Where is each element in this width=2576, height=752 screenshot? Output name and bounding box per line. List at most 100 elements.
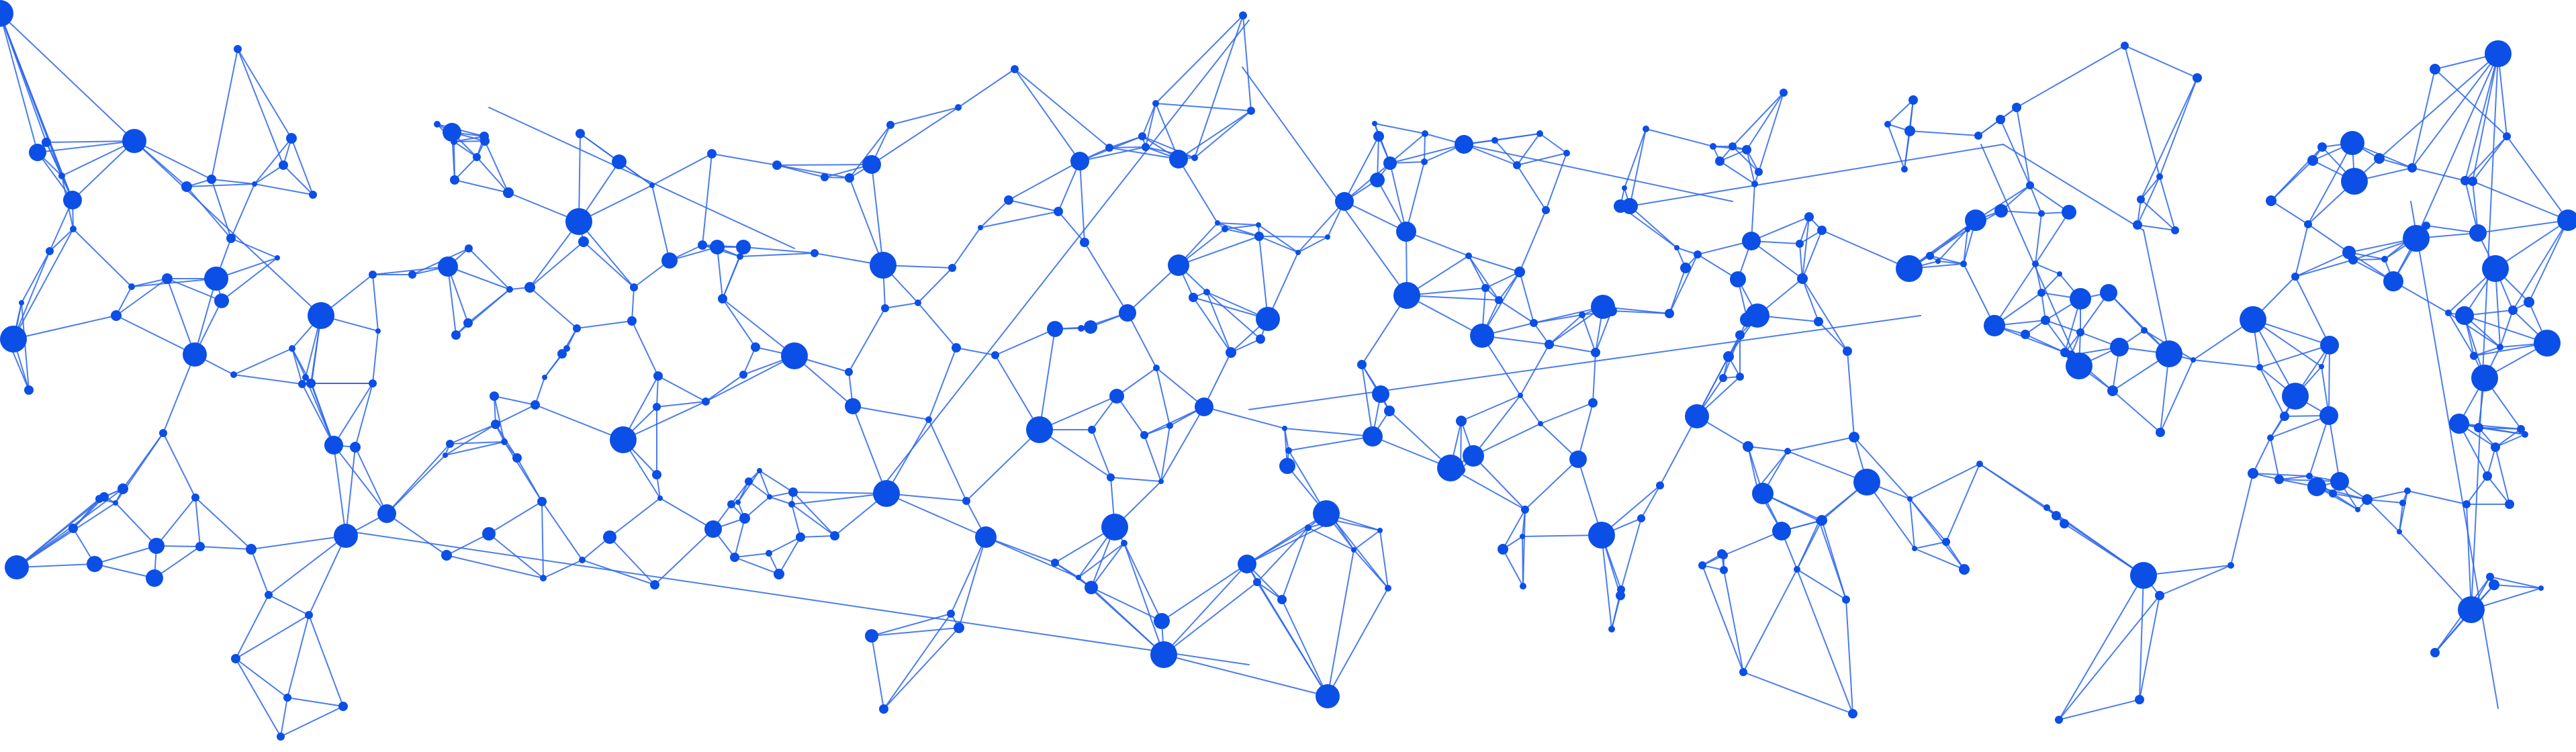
- network-edge: [254, 138, 292, 185]
- network-node: [1325, 234, 1330, 240]
- network-node: [1884, 121, 1891, 128]
- network-node: [230, 371, 237, 378]
- network-edge: [1502, 549, 1524, 587]
- network-edge: [1743, 569, 1798, 673]
- network-edge: [199, 546, 252, 550]
- network-edge: [529, 241, 584, 288]
- network-edge: [372, 266, 449, 275]
- network-node: [1794, 566, 1800, 573]
- network-edge: [1787, 451, 1868, 483]
- network-node: [1456, 465, 1465, 475]
- network-edge: [2124, 45, 2160, 177]
- network-edge: [445, 441, 505, 456]
- network-node: [95, 495, 103, 503]
- network-node: [2282, 383, 2309, 410]
- network-node: [277, 733, 285, 741]
- network-edge: [743, 246, 815, 254]
- network-edge: [1468, 255, 1500, 301]
- network-node: [661, 252, 678, 269]
- network-node: [1279, 458, 1295, 474]
- network-edge: [657, 375, 706, 402]
- network-node: [2485, 40, 2512, 67]
- network-edge: [1144, 406, 1205, 436]
- network-node: [1901, 166, 1908, 173]
- network-node: [1849, 432, 1859, 442]
- network-node: [1084, 320, 1097, 334]
- network-node: [845, 368, 853, 376]
- network-node: [1796, 240, 1804, 248]
- network-node: [1994, 204, 2008, 218]
- network-node: [1530, 319, 1538, 327]
- network-node: [2057, 271, 2062, 277]
- network-edge: [237, 48, 292, 139]
- network-node: [2374, 153, 2385, 164]
- network-node: [309, 191, 317, 199]
- network-node: [1121, 540, 1128, 547]
- network-node: [1256, 307, 1280, 331]
- network-edge: [2160, 359, 2194, 433]
- network-edge: [1746, 149, 1755, 185]
- network-node: [204, 267, 228, 291]
- network-edge: [791, 493, 887, 505]
- network-node: [954, 622, 964, 633]
- network-node: [788, 487, 798, 497]
- network-node: [275, 255, 280, 261]
- network-node: [1491, 137, 1498, 144]
- network-node: [2141, 327, 2148, 334]
- network-node: [1591, 348, 1600, 357]
- network-node: [2403, 225, 2430, 252]
- network-node: [650, 580, 659, 590]
- network-edge: [1224, 224, 1259, 230]
- network-node: [739, 371, 747, 379]
- network-node: [2538, 585, 2544, 591]
- network-node: [1168, 254, 1189, 276]
- network-node: [2340, 131, 2364, 155]
- network-edge: [2458, 423, 2522, 430]
- network-node: [1105, 144, 1113, 152]
- network-edge: [1178, 110, 1252, 160]
- network-node: [1984, 315, 2005, 336]
- network-edge: [1258, 236, 1299, 253]
- network-node: [1456, 416, 1467, 426]
- network-node: [1751, 181, 1758, 187]
- network-edge: [1327, 588, 1389, 697]
- network-node: [1085, 581, 1098, 594]
- network-edge: [1039, 328, 1056, 430]
- network-edge: [254, 183, 314, 195]
- network-node: [1908, 95, 1918, 105]
- network-node: [2274, 475, 2284, 484]
- network-node: [653, 403, 661, 411]
- network-edge: [1601, 534, 1612, 630]
- network-edge: [2137, 224, 2176, 231]
- network-edge: [1246, 520, 1335, 565]
- network-edge: [1802, 216, 1810, 279]
- network-node: [443, 123, 461, 142]
- network-node: [2445, 310, 2452, 316]
- network-node: [305, 611, 313, 619]
- network-node: [2348, 255, 2358, 265]
- network-node: [2508, 306, 2518, 315]
- network-edge: [280, 706, 344, 737]
- network-edge: [1519, 271, 1534, 324]
- network-node: [2060, 519, 2069, 528]
- network-node: [991, 351, 999, 359]
- network-node: [1842, 596, 1850, 604]
- network-edge: [2411, 68, 2436, 169]
- network-edge: [1945, 463, 1980, 543]
- network-node: [1153, 365, 1160, 371]
- network-edge: [2139, 575, 2144, 700]
- network-edge: [1178, 158, 1218, 224]
- network-node: [2517, 425, 2525, 433]
- network-edge: [2270, 415, 2330, 438]
- network-node: [2227, 562, 2234, 569]
- network-node: [563, 345, 570, 352]
- network-node: [2404, 487, 2411, 494]
- network-edge: [1406, 231, 1469, 256]
- network-edge: [476, 156, 509, 193]
- network-node: [1481, 284, 1489, 292]
- network-node: [450, 175, 459, 185]
- network-edge: [1494, 133, 1540, 141]
- network-node: [1158, 479, 1164, 484]
- network-edge: [1248, 315, 1921, 410]
